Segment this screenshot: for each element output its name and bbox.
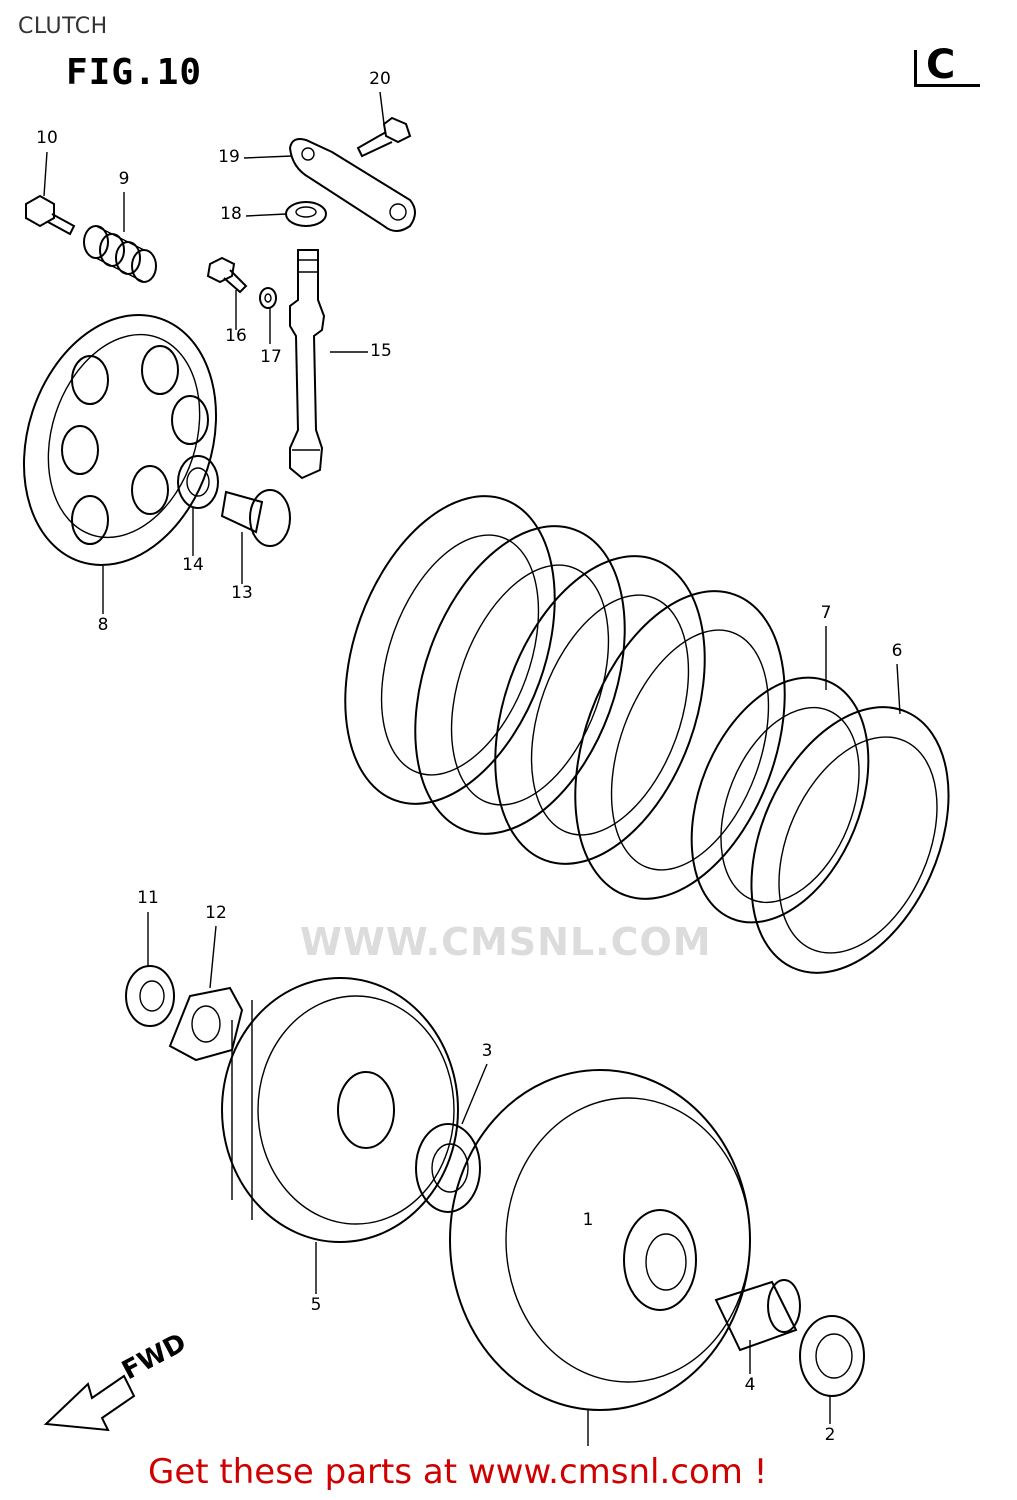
watermark: WWW.CMSNL.COM bbox=[300, 920, 712, 964]
callout-12: 12 bbox=[205, 903, 227, 923]
part-4-needle-bearing[interactable] bbox=[714, 1279, 801, 1352]
callout-2: 2 bbox=[825, 1425, 836, 1445]
part-2-spacer-washer[interactable] bbox=[799, 1315, 865, 1397]
callout-18: 18 bbox=[220, 204, 242, 224]
part-12-lock-washer[interactable] bbox=[168, 986, 244, 1062]
callout-17: 17 bbox=[260, 347, 282, 367]
callout-1: 1 bbox=[583, 1210, 594, 1230]
part-13-push-piece[interactable] bbox=[220, 489, 291, 547]
section-letter: C bbox=[926, 42, 956, 88]
callout-19: 19 bbox=[218, 147, 240, 167]
callout-3: 3 bbox=[482, 1041, 493, 1061]
part-10-bolt[interactable] bbox=[25, 194, 76, 236]
callout-4: 4 bbox=[745, 1375, 756, 1395]
fwd-arrow: FWD bbox=[43, 1328, 191, 1432]
fwd-label: FWD bbox=[117, 1328, 191, 1386]
callout-9: 9 bbox=[119, 169, 130, 189]
section-bracket-horizontal bbox=[914, 84, 980, 87]
part-16-screw[interactable] bbox=[206, 256, 248, 294]
callout-6: 6 bbox=[892, 641, 903, 661]
callout-14: 14 bbox=[182, 555, 204, 575]
callout-8: 8 bbox=[98, 615, 109, 635]
section-mark: C bbox=[912, 42, 982, 88]
part-5-sleeve-hub[interactable] bbox=[221, 977, 459, 1243]
part-18-oil-seal[interactable] bbox=[285, 201, 327, 227]
callout-11: 11 bbox=[137, 888, 159, 908]
part-11-nut[interactable] bbox=[125, 965, 175, 1027]
section-bracket-vertical bbox=[914, 50, 917, 86]
leader-lines bbox=[43, 91, 901, 1446]
callout-13: 13 bbox=[231, 583, 253, 603]
part-9-spring[interactable] bbox=[83, 225, 157, 283]
figure-label: FIG.10 bbox=[66, 52, 203, 93]
callout-7: 7 bbox=[821, 603, 832, 623]
get-parts-link[interactable]: Get these parts at www.cmsnl.com ! bbox=[148, 1452, 768, 1492]
part-14-bearing[interactable] bbox=[177, 455, 219, 509]
callout-5: 5 bbox=[311, 1295, 322, 1315]
part-8-pressure-plate[interactable] bbox=[0, 290, 247, 590]
part-19-release-arm[interactable] bbox=[288, 138, 416, 232]
callout-16: 16 bbox=[225, 326, 247, 346]
part-7-plain-plate[interactable] bbox=[658, 651, 902, 948]
part-17-washer[interactable] bbox=[259, 287, 277, 309]
part-1-clutch-housing[interactable] bbox=[449, 1069, 751, 1411]
part-6-drive-plate[interactable] bbox=[713, 676, 988, 1003]
callout-20: 20 bbox=[369, 69, 391, 89]
page-title: CLUTCH bbox=[18, 14, 108, 39]
callout-15: 15 bbox=[370, 341, 392, 361]
clutch-plate-stack[interactable] bbox=[306, 467, 824, 928]
callout-10: 10 bbox=[36, 128, 58, 148]
part-3-thrust-washer[interactable] bbox=[415, 1123, 481, 1213]
part-15-release-shaft[interactable] bbox=[289, 249, 326, 480]
